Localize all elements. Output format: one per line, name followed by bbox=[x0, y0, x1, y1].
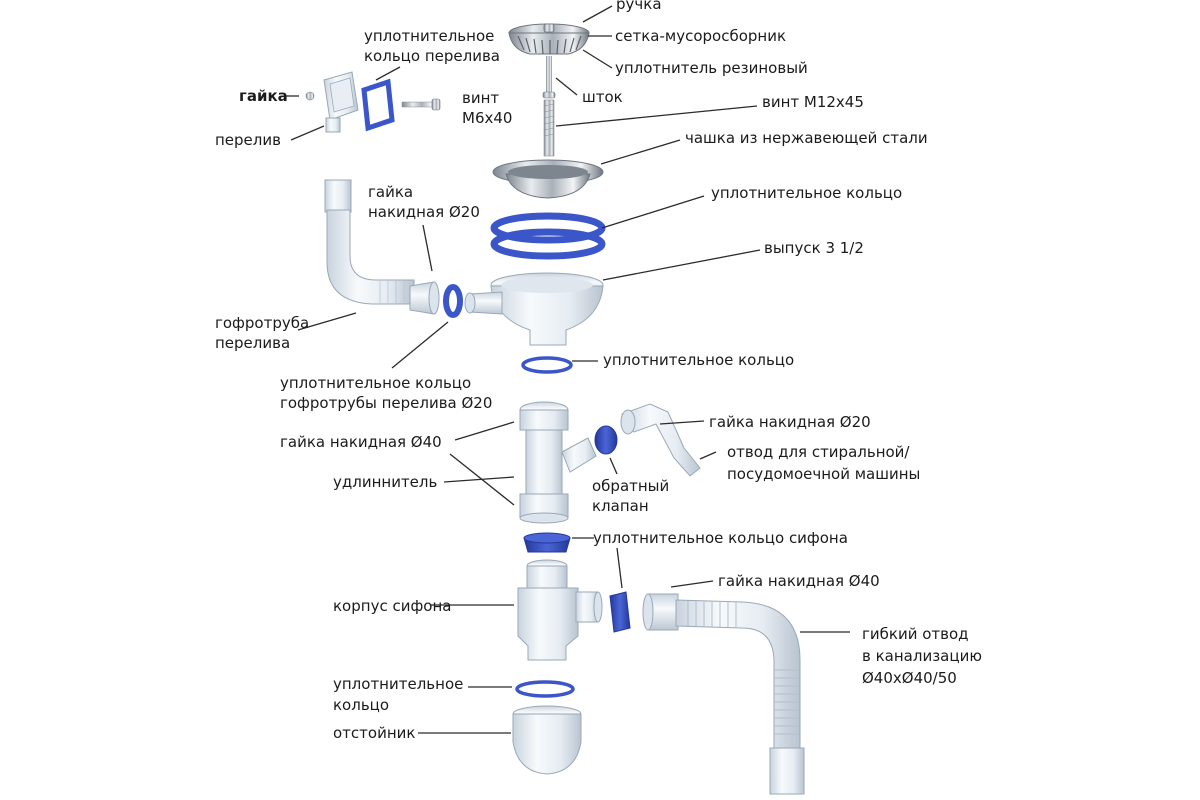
strainer-basket bbox=[508, 23, 590, 55]
label-corrugated-1: гофротруба bbox=[215, 314, 310, 332]
label-extender: удлиннитель bbox=[333, 473, 438, 491]
label-union-nut20-1: гайка bbox=[368, 183, 414, 201]
overflow-nut bbox=[305, 91, 315, 101]
label-steel-cup: чашка из нержавеющей стали bbox=[685, 129, 928, 147]
corrugated-seal-ring bbox=[443, 284, 463, 318]
label-corr-ring-2: гофротрубы перелива Ø20 bbox=[280, 394, 493, 412]
side-seal-ring bbox=[609, 591, 631, 633]
label-flex-2: в канализацию bbox=[862, 647, 982, 665]
check-valve bbox=[594, 425, 618, 455]
label-seal-ring-top: уплотнительное кольцо bbox=[711, 184, 903, 202]
seal-ring-top bbox=[490, 212, 606, 260]
label-union-nut20-right: гайка накидная Ø20 bbox=[709, 413, 871, 431]
label-overflow-ring-2: кольцо перелива bbox=[364, 47, 500, 65]
label-seal-ring-bottom-2: кольцо bbox=[333, 696, 390, 714]
stem bbox=[542, 56, 556, 99]
label-corr-ring-1: уплотнительное кольцо bbox=[280, 374, 472, 392]
overflow-body bbox=[323, 71, 359, 133]
label-siphon-ring: уплотнительное кольцо сифона bbox=[593, 529, 848, 547]
extender-tee bbox=[519, 401, 597, 524]
label-union-nut20-2: накидная Ø20 bbox=[368, 203, 480, 221]
siphon-seal-ring bbox=[523, 532, 571, 553]
label-flex-1: гибкий отвод bbox=[862, 625, 969, 643]
label-washer-branch-1: отвод для стиральной/ bbox=[727, 443, 910, 461]
leader-lines bbox=[285, 5, 850, 734]
label-flex-3: Ø40хØ40/50 bbox=[862, 669, 957, 687]
sump-cup bbox=[512, 705, 582, 775]
label-screw-m6-2: М6х40 bbox=[462, 109, 513, 127]
label-stem: шток bbox=[582, 88, 623, 106]
screw-m6 bbox=[401, 98, 441, 111]
label-sump: отстойник bbox=[333, 724, 416, 742]
label-rubber-seal: уплотнитель резиновый bbox=[615, 59, 808, 77]
corrugated-overflow-pipe bbox=[324, 179, 440, 315]
label-overflow: перелив bbox=[215, 131, 281, 149]
washer-branch bbox=[620, 403, 701, 477]
label-handle: ручка bbox=[616, 0, 662, 13]
label-union-nut40-left: гайка накидная Ø40 bbox=[280, 433, 442, 451]
label-overflow-ring-1: уплотнительное bbox=[364, 27, 495, 45]
seal-ring-mid bbox=[521, 356, 573, 374]
label-seal-ring-bottom-1: уплотнительное bbox=[333, 675, 464, 693]
label-screw-m12: винт М12х45 bbox=[762, 93, 864, 111]
screw-m12 bbox=[543, 99, 555, 157]
label-seal-ring-mid: уплотнительное кольцо bbox=[603, 351, 795, 369]
label-siphon-body: корпус сифона bbox=[333, 597, 452, 615]
label-check-valve-1: обратный bbox=[592, 477, 670, 495]
seal-ring-bottom bbox=[515, 680, 575, 698]
outlet-bowl bbox=[464, 272, 604, 346]
label-corrugated-2: перелива bbox=[215, 334, 291, 352]
label-union-nut40-right: гайка накидная Ø40 bbox=[718, 572, 880, 590]
siphon-body bbox=[517, 559, 603, 661]
overflow-seal-ring bbox=[361, 78, 395, 132]
label-screw-m6-1: винт bbox=[462, 89, 500, 107]
label-strainer: сетка-мусоросборник bbox=[615, 27, 787, 45]
flexible-drain-pipe bbox=[642, 593, 805, 795]
label-nut-small: гайка bbox=[239, 87, 288, 105]
label-outlet: выпуск 3 1/2 bbox=[764, 239, 864, 257]
label-check-valve-2: клапан bbox=[592, 497, 649, 515]
stainless-cup bbox=[492, 159, 604, 199]
label-washer-branch-2: посудомоечной машины bbox=[727, 465, 921, 483]
